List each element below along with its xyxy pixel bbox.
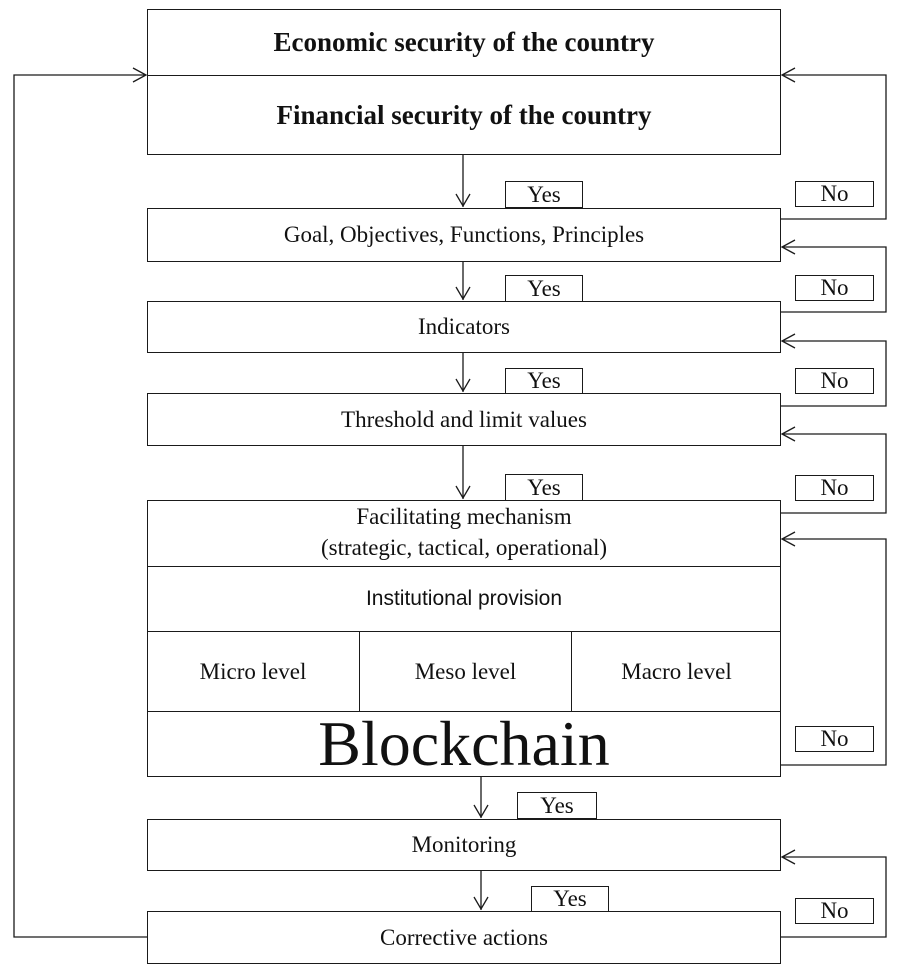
no-loop-facilitating-to-threshold	[780, 426, 887, 514]
no-loop-blockchain-to-facilitating	[780, 531, 887, 766]
facilitating-divider-2	[147, 631, 781, 632]
micro-level-label: Micro level	[199, 658, 307, 684]
facilitating-block	[147, 500, 781, 777]
yes-tag-5: Yes	[517, 792, 597, 819]
no-loop-goal-to-top	[780, 67, 887, 220]
yes-tag-2: Yes	[505, 275, 583, 302]
macro-level-label: Macro level	[621, 658, 732, 684]
security-block	[147, 9, 781, 155]
yes-tag-3: Yes	[505, 368, 583, 394]
down-arrow-2	[455, 262, 471, 301]
no-loop-indicators-to-goal	[780, 239, 887, 313]
no-tag-6: No	[795, 898, 874, 924]
down-arrow-5	[473, 777, 489, 819]
security-divider	[147, 75, 781, 76]
no-tag-1: No	[795, 181, 874, 207]
monitoring-box	[147, 819, 781, 871]
yes-tag-4: Yes	[505, 474, 583, 501]
institutional-provision-label: Institutional provision	[365, 587, 563, 610]
blockchain-label: Blockchain	[318, 708, 610, 779]
economic-security-label: Economic security of the country	[273, 26, 655, 57]
threshold-label: Threshold and limit values	[341, 406, 587, 432]
meso-level-label: Meso level	[414, 658, 517, 684]
facilitating-title-line1: Facilitating mechanism	[356, 504, 572, 529]
no-tag-4: No	[795, 475, 874, 501]
indicators-label: Indicators	[418, 314, 510, 339]
level-divider-2	[571, 631, 572, 711]
down-arrow-1	[455, 155, 471, 208]
goal-box	[147, 208, 781, 262]
level-divider-1	[359, 631, 360, 711]
no-tag-5: No	[795, 726, 874, 752]
no-tag-2: No	[795, 275, 874, 301]
no-tag-3: No	[795, 368, 874, 394]
corrective-box	[147, 911, 781, 964]
no-loop-corrective-to-monitoring	[780, 849, 887, 938]
left-feedback-loop	[13, 67, 148, 938]
no-loop-threshold-to-indicators	[780, 333, 887, 407]
financial-security-label: Financial security of the country	[276, 100, 652, 130]
down-arrow-3	[455, 353, 471, 393]
facilitating-title-line2: (strategic, tactical, operational)	[320, 535, 608, 560]
indicators-box	[147, 301, 781, 353]
monitoring-label: Monitoring	[411, 832, 517, 857]
corrective-label: Corrective actions	[380, 924, 548, 950]
goal-label: Goal, Objectives, Functions, Principles	[283, 222, 645, 247]
facilitating-divider-3	[147, 711, 781, 712]
down-arrow-6	[473, 871, 489, 911]
threshold-box	[147, 393, 781, 446]
yes-tag-6: Yes	[531, 886, 609, 912]
yes-tag-1: Yes	[505, 181, 583, 208]
facilitating-divider-1	[147, 566, 781, 567]
down-arrow-4	[455, 446, 471, 500]
